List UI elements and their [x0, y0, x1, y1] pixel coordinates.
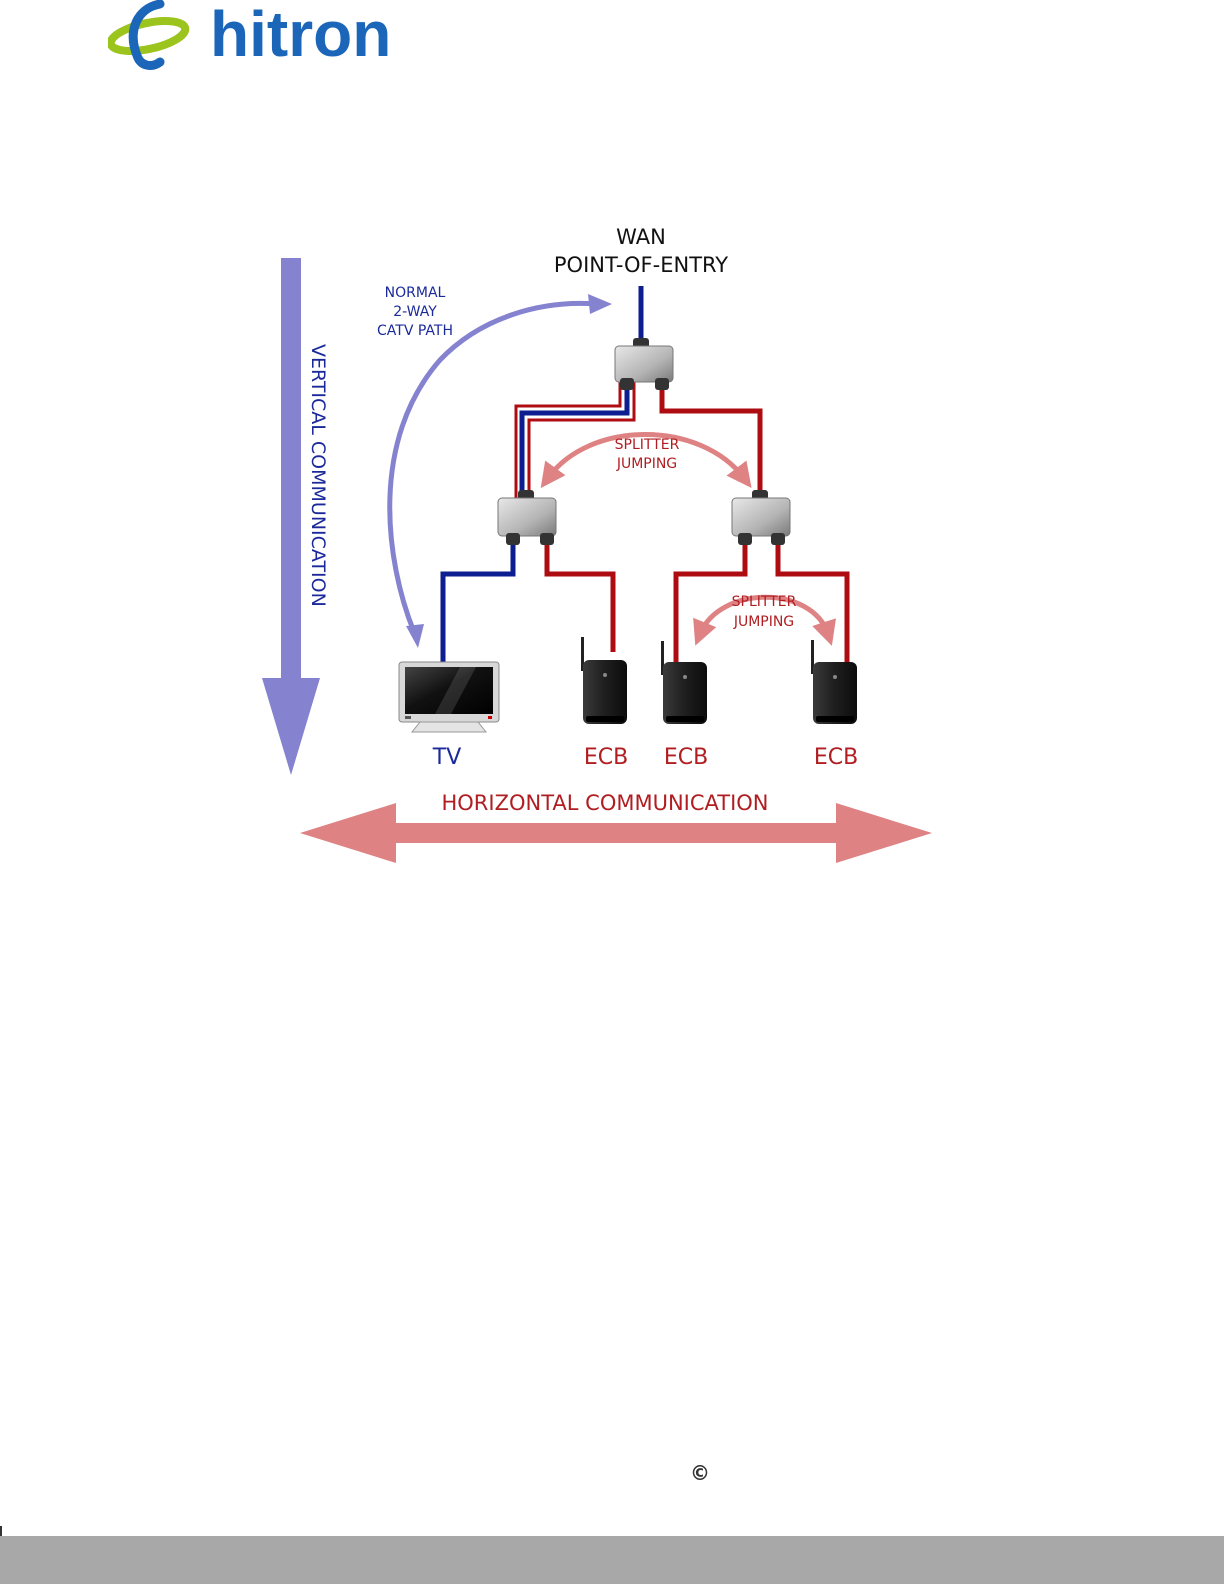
footer-bar [0, 1536, 1224, 1584]
normal-path-arrowhead-top [588, 294, 612, 314]
horizontal-communication-label: HORIZONTAL COMMUNICATION [441, 791, 768, 815]
right-splitter [732, 490, 790, 545]
normal-path-line-3: CATV PATH [377, 323, 453, 339]
splitter-jumping-top-line-1: SPLITTER [615, 437, 680, 453]
splitter-jumping-bottom-line-2: JUMPING [733, 614, 794, 630]
wan-label: WAN [616, 225, 666, 249]
ecb-label-2: ECB [664, 745, 708, 770]
ecb-label-1: ECB [584, 745, 628, 770]
top-splitter [615, 338, 673, 390]
splitter-jumping-top-line-2: JUMPING [616, 456, 677, 472]
normal-path-line-1: NORMAL [385, 285, 446, 301]
normal-path-line-2: 2-WAY [393, 304, 437, 320]
tv-label: TV [432, 745, 462, 770]
point-of-entry-label: POINT-OF-ENTRY [554, 253, 728, 277]
ecb-device-icon-1 [581, 637, 627, 724]
vertical-communication-label: VERTICAL COMMUNICATION [307, 344, 329, 607]
splitter-jumping-bottom-line-1: SPLITTER [732, 594, 797, 610]
copyright-symbol: © [690, 1461, 710, 1485]
normal-path-arrowhead-bottom [406, 624, 424, 648]
normal-path-arrow [390, 303, 596, 632]
page-edge-mark [0, 1526, 2, 1536]
tv-icon [399, 662, 499, 732]
ecb-device-icon-2 [661, 641, 707, 724]
ecb-label-3: ECB [814, 745, 858, 770]
left-splitter [498, 490, 556, 545]
ecb-device-icon-3 [811, 640, 857, 724]
